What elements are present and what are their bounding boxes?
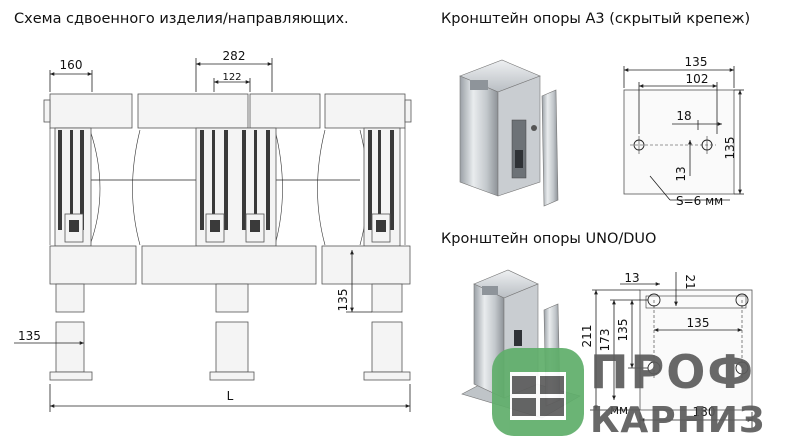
uno-dim-135: 135 — [616, 319, 630, 342]
logo-line2: КАРНИЗ — [590, 400, 766, 441]
uno-dim-211: 211 — [580, 325, 594, 348]
a3-dim-13: 13 — [674, 166, 688, 181]
left-diagram-title: Схема сдвоенного изделия/направляющих. — [14, 11, 349, 27]
a3-dim-18: 18 — [676, 109, 691, 123]
dim-135-vertical: 135 — [336, 289, 350, 312]
uno-dim-180: 180 — [693, 405, 716, 419]
uno-dim-13: 13 — [624, 271, 639, 285]
uno-dim-21: 21 — [683, 274, 697, 289]
a3-plate — [623, 89, 735, 195]
bracket-cluster-left — [54, 127, 92, 247]
bottom-beam-left — [49, 245, 137, 285]
bottom-beam-center — [141, 245, 317, 285]
bottom-beam-right — [321, 245, 411, 285]
uno-bracket-drawing: 13 21 211 173 135 135 180 мм — [580, 271, 753, 428]
top-frame-right — [324, 93, 406, 129]
dim-135-horizontal: 135 — [18, 329, 41, 343]
bracket-cluster-center — [195, 127, 277, 247]
dim-282: 282 — [223, 49, 246, 63]
uno-plate — [639, 289, 753, 411]
bracket-cluster-right — [363, 127, 401, 247]
a3-bracket-illustration — [459, 59, 559, 207]
double-guide-schematic: 160 282 122 135 135 L — [14, 49, 412, 412]
a3-thickness-label: S=6 мм — [676, 194, 723, 208]
top-frame-center-right — [249, 93, 321, 129]
top-frame-left — [49, 93, 133, 129]
a3-dim-102: 102 — [686, 72, 709, 86]
dim-122: 122 — [222, 72, 241, 83]
a3-dim-135: 135 — [685, 55, 708, 69]
a3-bracket-title: Кронштейн опоры А3 (скрытый крепеж) — [441, 11, 751, 27]
prof-karniz-logo: ПРОФ КАРНИЗ — [492, 345, 766, 441]
uno-dim-135-inner: 135 — [687, 316, 710, 330]
uno-unit-mm: мм — [610, 403, 628, 417]
logo-line1: ПРОФ — [590, 345, 755, 399]
uno-bracket-title: Кронштейн опоры UNO/DUO — [441, 231, 657, 247]
dim-160: 160 — [60, 58, 83, 72]
uno-dim-173: 173 — [598, 329, 612, 352]
dim-L: L — [227, 389, 234, 403]
a3-dim-135-vertical: 135 — [723, 137, 737, 160]
top-frame-center-left — [137, 93, 249, 129]
a3-bracket-drawing: 135 102 18 13 135 S=6 мм — [623, 55, 744, 208]
